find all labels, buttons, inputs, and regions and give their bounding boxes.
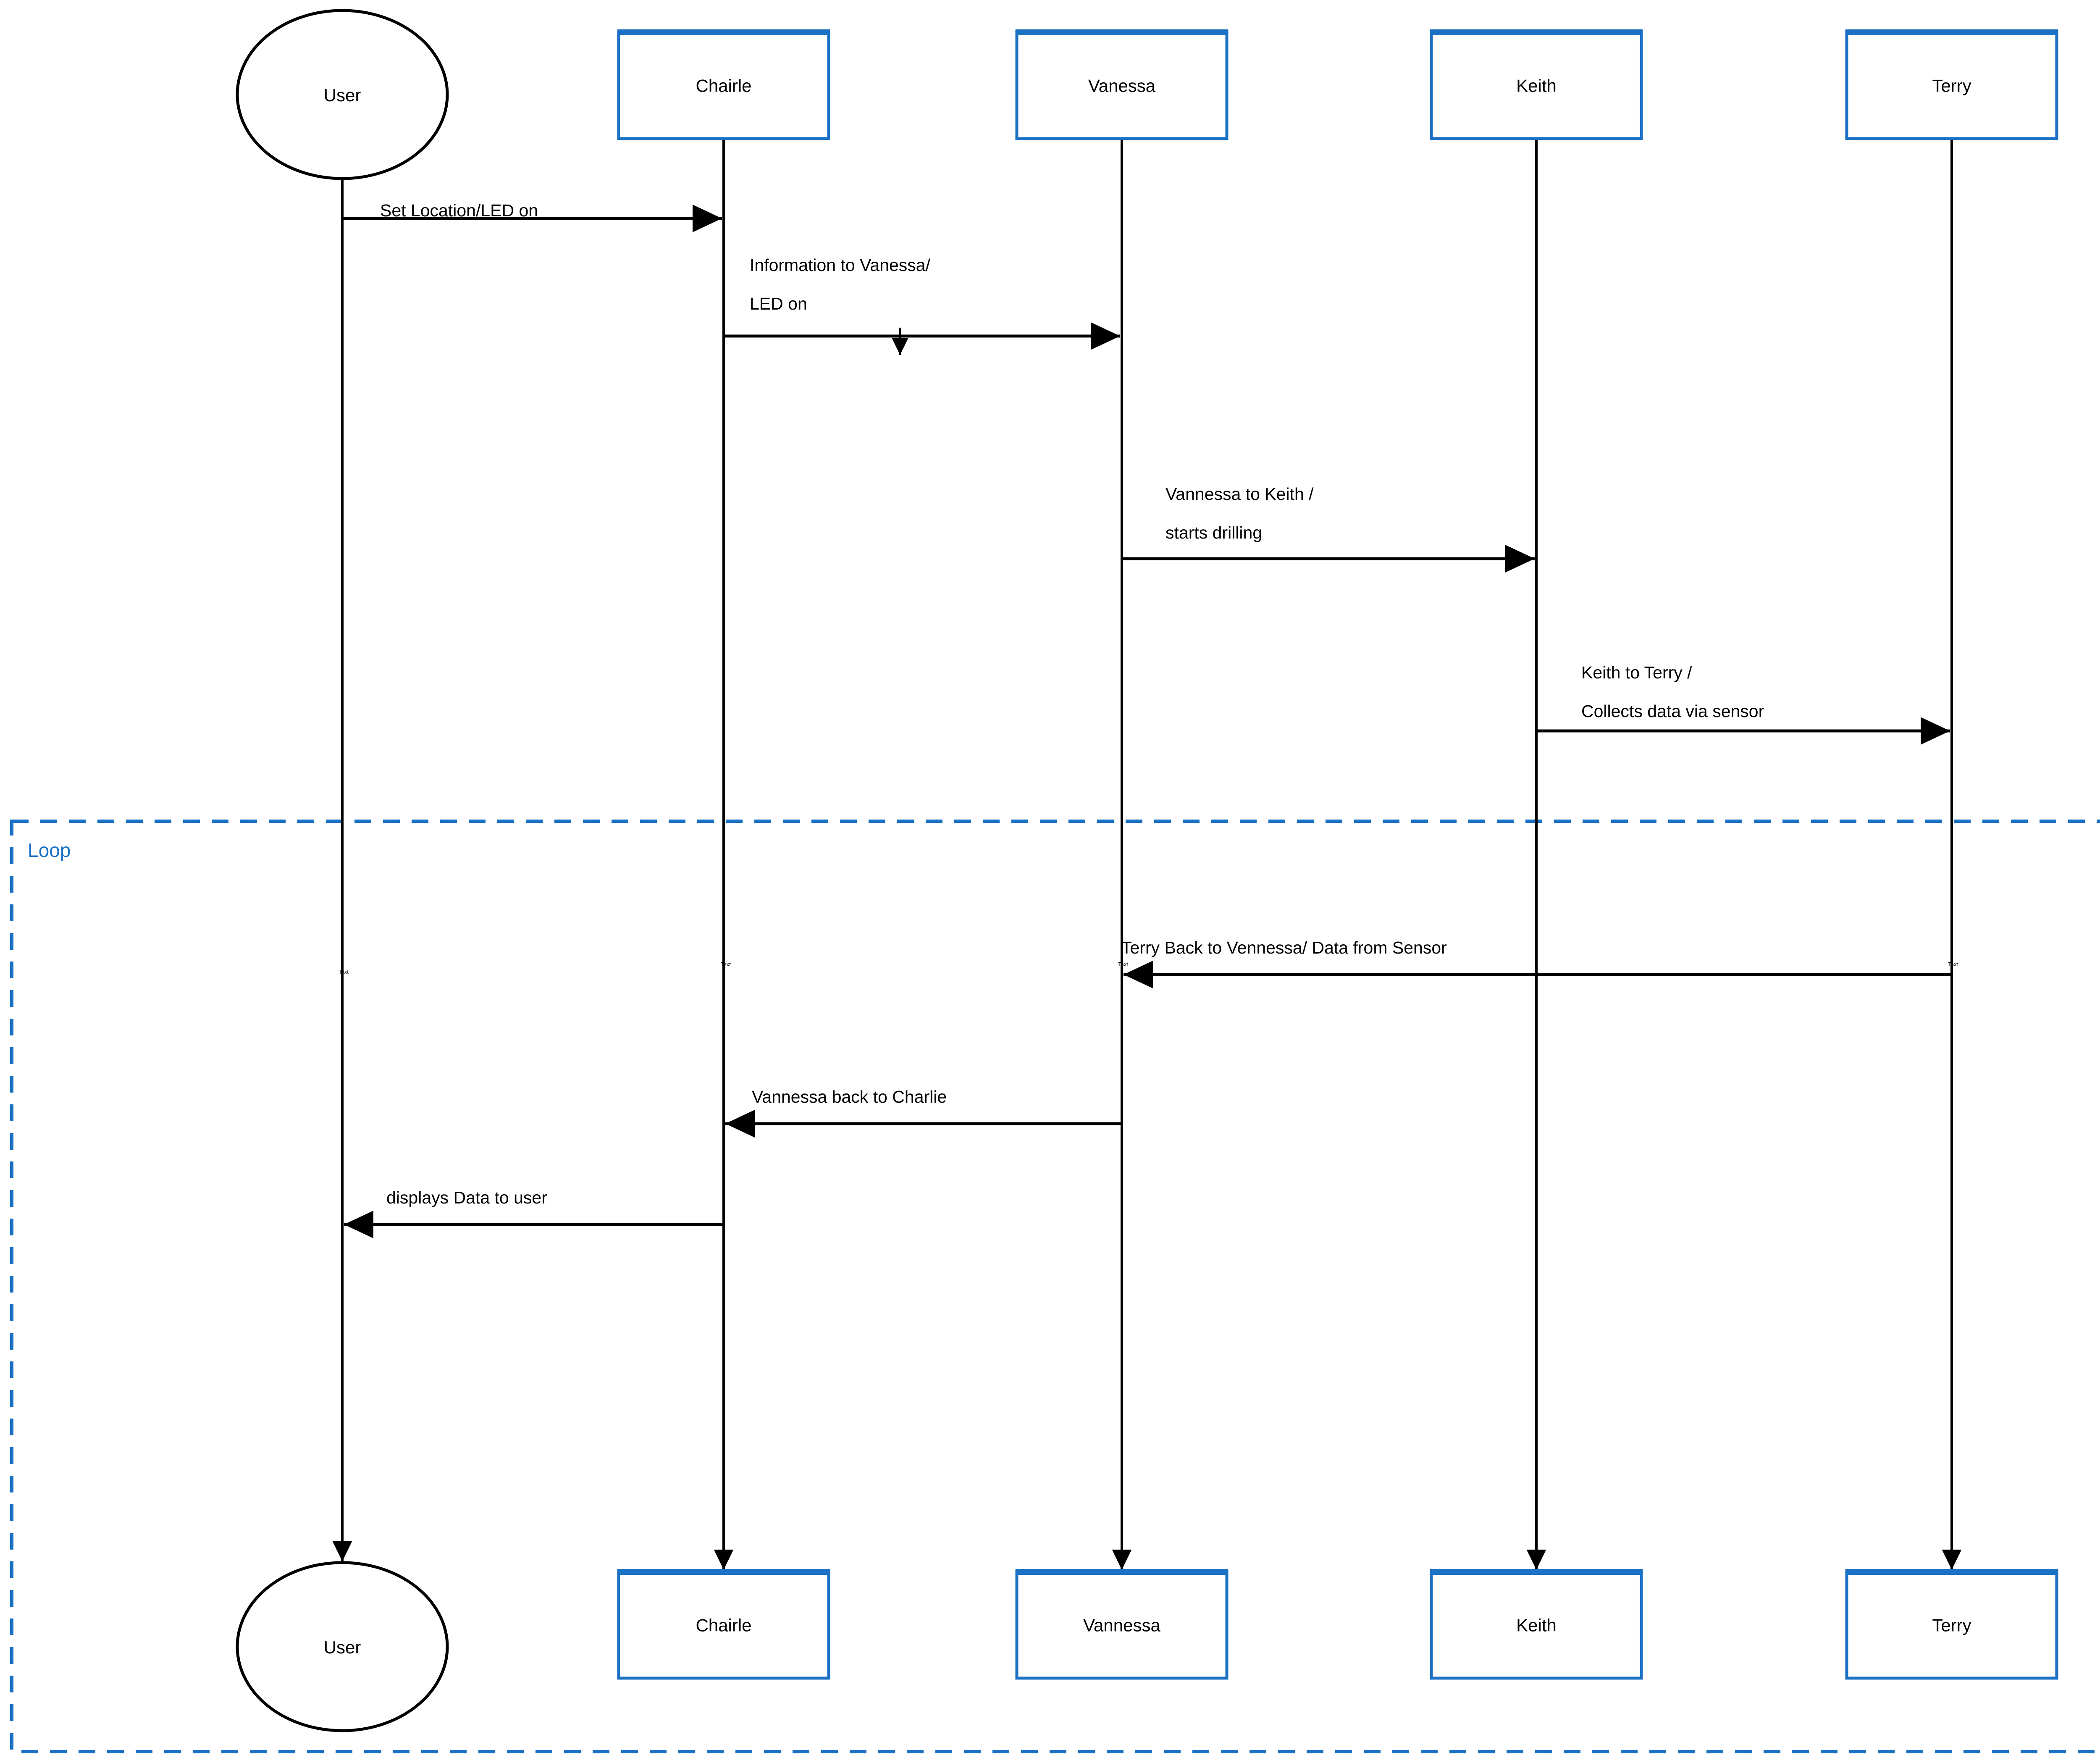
actor-box-accent-terry-bottom (1845, 1569, 2058, 1575)
message-label-m4: Collects data via sensor (1581, 702, 1764, 721)
actor-box-accent-keith-top (1430, 29, 1643, 35)
actor-box-chairle-bottom[interactable] (617, 1569, 830, 1680)
message-label-m2: Information to Vanessa/ (750, 255, 931, 275)
actor-label-terry-bottom: Terry (1932, 1616, 1971, 1635)
loop-fragment-layer: Loop (10, 820, 2100, 1753)
actor-box-accent-vanessa-top (1016, 29, 1228, 35)
actor-box-terry-top[interactable] (1845, 30, 2058, 140)
loop-fragment-box (10, 820, 2100, 1753)
message-label-m6: Vannessa back to Charlie (752, 1087, 947, 1106)
message-label-m3: starts drilling (1166, 523, 1262, 542)
actor-box-accent-chairle-bottom (617, 1569, 830, 1575)
actor-label-user-bottom: User (324, 1637, 361, 1657)
actor-ellipse-user-top[interactable] (236, 9, 449, 180)
actor-label-user-top: User (324, 85, 361, 105)
actor-label-chairle-top: Chairle (696, 76, 751, 96)
tiny-text-marker-0: Text (339, 969, 349, 975)
loop-fragment-label: Loop (28, 839, 71, 861)
actor-label-chairle-bottom: Chairle (696, 1616, 751, 1635)
message-label-m3: Vannessa to Keith / (1166, 484, 1314, 504)
actor-label-keith-top: Keith (1516, 76, 1557, 96)
actor-box-chairle-top[interactable] (617, 30, 830, 140)
actor-label-vanessa-bottom: Vannessa (1083, 1616, 1160, 1635)
message-label-m5: Terry Back to Vennessa/ Data from Sensor (1121, 938, 1447, 957)
actor-box-terry-bottom[interactable] (1845, 1569, 2058, 1680)
actor-box-accent-chairle-top (617, 29, 830, 35)
tiny-text-marker-2: Text (1118, 961, 1128, 967)
actor-box-accent-terry-top (1845, 29, 2058, 35)
actor-box-accent-vanessa-bottom (1016, 1569, 1228, 1575)
actor-ellipse-user-bottom[interactable] (236, 1561, 449, 1732)
actor-box-accent-keith-bottom (1430, 1569, 1643, 1575)
message-label-m1: Set Location/LED on (380, 201, 538, 220)
actor-label-keith-bottom: Keith (1516, 1616, 1557, 1635)
actor-box-keith-bottom[interactable] (1430, 1569, 1643, 1680)
actor-box-layer: UserUserChairleChairleVanessaVannessaKei… (236, 9, 2058, 1732)
message-layer: Set Location/LED on Information to Vaness… (342, 201, 1952, 1238)
actor-box-vanessa-top[interactable] (1015, 30, 1228, 140)
tiny-text-marker-1: Text (721, 961, 731, 967)
message-label-m7: displays Data to user (386, 1188, 547, 1207)
actor-label-vanessa-top: Vanessa (1088, 76, 1156, 96)
message-label-m4: Keith to Terry / (1581, 663, 1692, 682)
lifeline-layer (332, 139, 1962, 1570)
actor-label-terry-top: Terry (1932, 76, 1971, 96)
actor-box-vanessa-bottom[interactable] (1015, 1569, 1228, 1680)
actor-box-keith-top[interactable] (1430, 30, 1643, 140)
tiny-text-marker-3: Text (1948, 961, 1958, 967)
message-label-m2: LED on (750, 294, 807, 313)
